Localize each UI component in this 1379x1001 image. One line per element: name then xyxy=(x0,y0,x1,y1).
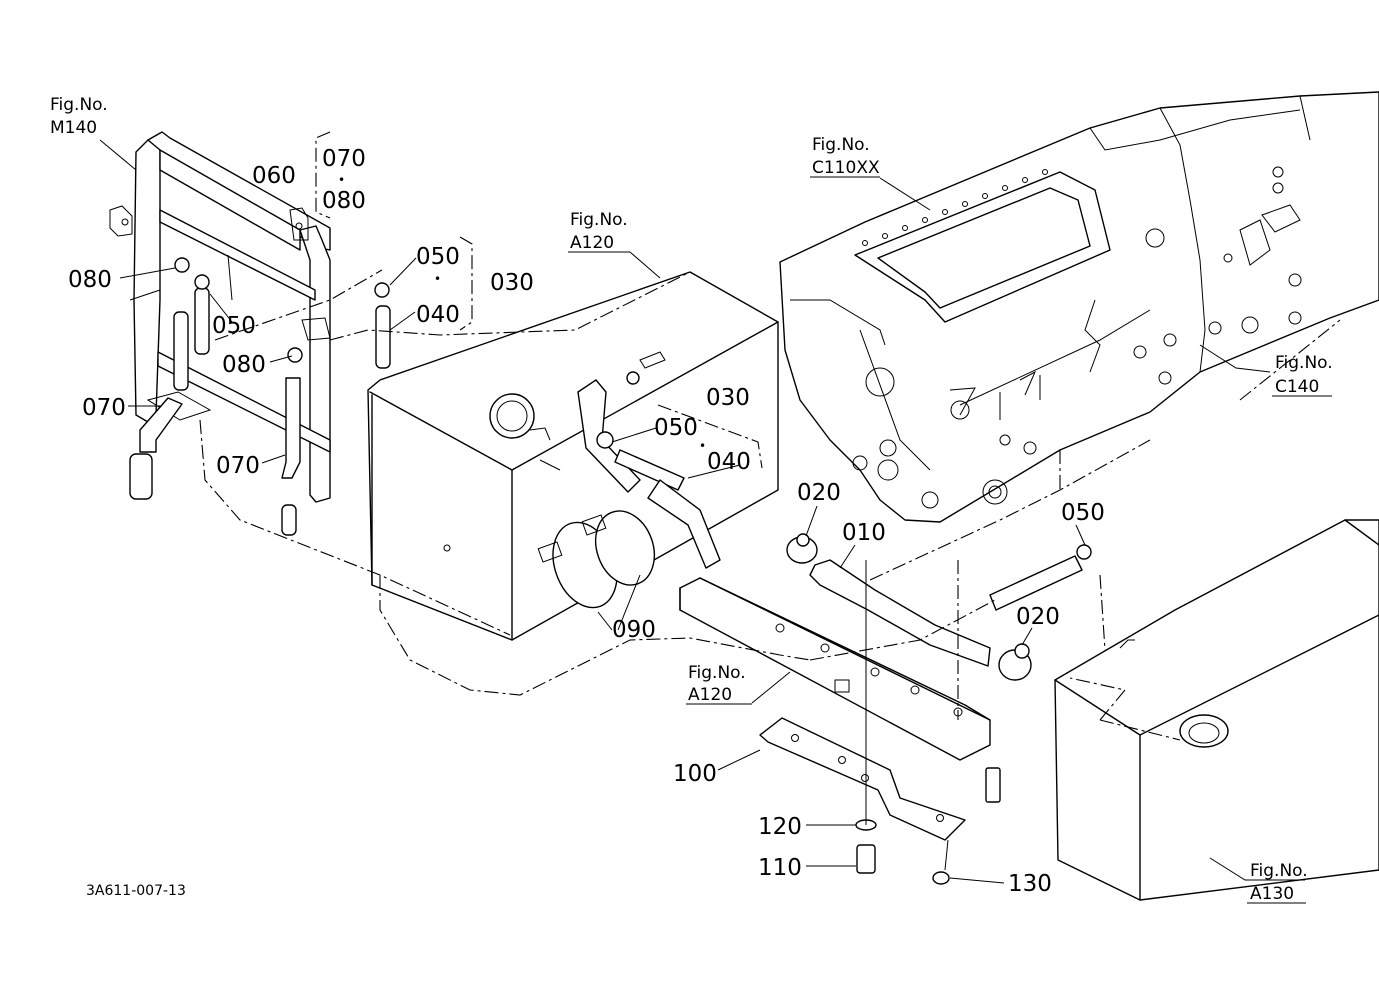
phantom-lines xyxy=(199,269,1341,720)
part-label-050[interactable]: 050 xyxy=(1061,500,1105,526)
left-hoses xyxy=(129,254,391,536)
separator-dot: • xyxy=(699,439,706,453)
group-brackets xyxy=(315,131,763,469)
fig-ref-a130[interactable]: Fig.No. A130 xyxy=(1247,861,1308,904)
fig-ref-a120-bottom[interactable]: Fig.No. A120 xyxy=(686,663,752,705)
part-label-080[interactable]: 080 xyxy=(322,188,366,214)
part-label-050[interactable]: 050 xyxy=(212,313,256,339)
part-label-010[interactable]: 010 xyxy=(842,520,886,546)
fig-ref-c140[interactable]: Fig.No. C140 xyxy=(1272,353,1333,397)
part-label-060[interactable]: 060 xyxy=(252,163,296,189)
bracket xyxy=(679,577,991,761)
svg-text:A130: A130 xyxy=(1250,884,1294,904)
part-label-020[interactable]: 020 xyxy=(797,480,841,506)
part-label-070[interactable]: 070 xyxy=(216,453,260,479)
svg-text:Fig.No.: Fig.No. xyxy=(1250,861,1308,881)
part-label-070[interactable]: 070 xyxy=(322,146,366,172)
part-label-030[interactable]: 030 xyxy=(490,270,534,296)
part-label-080[interactable]: 080 xyxy=(222,352,266,378)
svg-text:M140: M140 xyxy=(50,118,97,138)
part-label-070[interactable]: 070 xyxy=(82,395,126,421)
svg-text:Fig.No.: Fig.No. xyxy=(1275,353,1333,373)
part-label-030[interactable]: 030 xyxy=(706,385,750,411)
separator-dot: • xyxy=(338,173,345,187)
part-label-040[interactable]: 040 xyxy=(707,449,751,475)
fig-ref-c110xx[interactable]: Fig.No. C110XX xyxy=(810,135,880,178)
part-label-090[interactable]: 090 xyxy=(612,617,656,643)
guard-plate xyxy=(759,717,966,841)
leader-lines xyxy=(99,139,1305,884)
tank-fittings xyxy=(529,351,721,609)
svg-text:A120: A120 xyxy=(688,685,732,705)
part-label-050[interactable]: 050 xyxy=(416,244,460,270)
part-label-100[interactable]: 100 xyxy=(673,761,717,787)
cross-hoses xyxy=(786,533,1092,681)
transmission-housing xyxy=(779,91,1379,523)
svg-text:Fig.No.: Fig.No. xyxy=(50,95,108,115)
main-fuel-tank xyxy=(367,271,779,641)
separator-dot: • xyxy=(434,272,441,286)
part-label-020[interactable]: 020 xyxy=(1016,604,1060,630)
right-fuel-tank xyxy=(1054,519,1379,901)
svg-text:C110XX: C110XX xyxy=(812,158,880,178)
part-label-120[interactable]: 120 xyxy=(758,814,802,840)
svg-text:Fig.No.: Fig.No. xyxy=(570,210,628,230)
svg-text:Fig.No.: Fig.No. xyxy=(812,135,870,155)
part-label-040[interactable]: 040 xyxy=(416,302,460,328)
part-label-050[interactable]: 050 xyxy=(654,415,698,441)
part-label-130[interactable]: 130 xyxy=(1008,871,1052,897)
frame-assembly xyxy=(109,131,331,503)
fig-ref-m140[interactable]: Fig.No. M140 xyxy=(50,95,108,138)
diagram-code: 3A611-007-13 xyxy=(86,883,186,899)
part-label-110[interactable]: 110 xyxy=(758,855,802,881)
svg-text:Fig.No.: Fig.No. xyxy=(688,663,746,683)
svg-text:A120: A120 xyxy=(570,233,614,253)
part-label-080[interactable]: 080 xyxy=(68,267,112,293)
fig-ref-a120-top[interactable]: Fig.No. A120 xyxy=(568,210,630,253)
svg-text:C140: C140 xyxy=(1275,377,1319,397)
